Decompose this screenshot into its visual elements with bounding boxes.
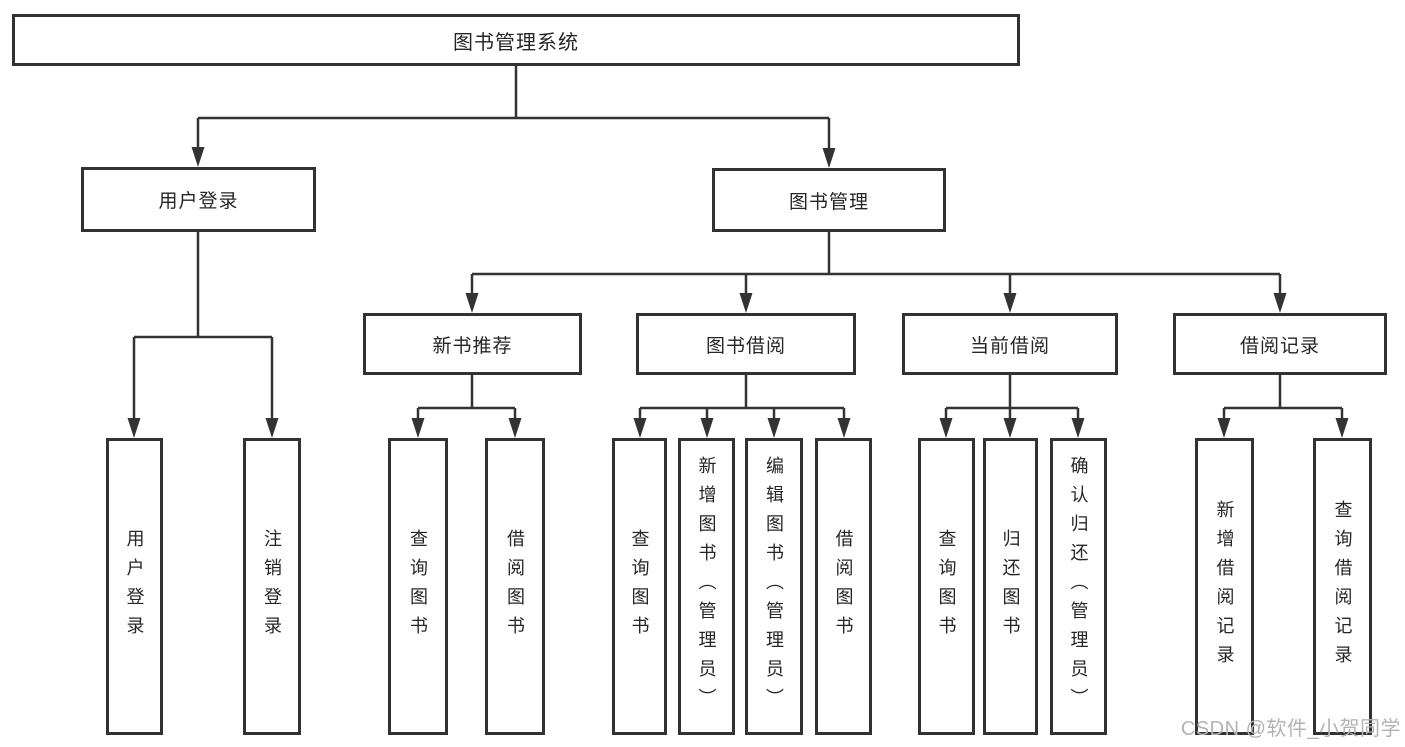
node-label: 查询图书 [408,528,428,645]
leaf-confirm-return-admin: 确认归还（管理员） [1050,438,1107,735]
node-label: 借阅图书 [505,528,525,645]
node-label: 归还图书 [1000,528,1021,645]
node-label: 新增借阅记录 [1214,499,1235,674]
leaf-query-books-borrow: 查询图书 [612,438,667,735]
node-user-login: 用户登录 [81,167,316,232]
csdn-watermark: CSDN @软件_小贺同学 [1180,718,1401,740]
leaf-query-books-current: 查询图书 [918,438,975,735]
leaf-user-login: 用户登录 [106,438,163,735]
node-label: 编辑图书（管理员） [764,456,784,717]
node-label: 图书管理系统 [453,31,579,54]
node-label: 图书借阅 [705,335,786,357]
node-label: 查询借阅记录 [1332,499,1353,674]
node-label: 用户登录 [158,191,239,212]
node-label: 新书推荐 [432,335,513,357]
node-new-book-recommend: 新书推荐 [363,313,582,375]
leaf-query-books-recommend: 查询图书 [388,438,448,735]
leaf-add-books-admin: 新增图书（管理员） [678,438,735,735]
node-label: 确认归还（管理员） [1068,456,1089,717]
leaf-logout: 注销登录 [243,438,301,735]
node-label: 查询图书 [629,528,650,645]
node-label: 注销登录 [262,528,282,645]
node-label: 图书管理 [788,191,869,213]
node-library-management-system: 图书管理系统 [12,14,1020,66]
leaf-add-borrow-record: 新增借阅记录 [1195,438,1254,735]
node-label: 借阅图书 [833,528,854,645]
leaf-edit-books-admin: 编辑图书（管理员） [745,438,803,735]
node-current-borrow: 当前借阅 [902,313,1118,375]
node-book-borrow: 图书借阅 [636,313,856,375]
leaf-return-books: 归还图书 [983,438,1038,735]
leaf-borrow-books-recommend: 借阅图书 [485,438,545,735]
node-label: 用户登录 [124,528,145,645]
leaf-borrow-books: 借阅图书 [815,438,872,735]
node-borrow-records: 借阅记录 [1173,313,1387,375]
node-label: 查询图书 [936,528,957,645]
node-book-management: 图书管理 [712,168,946,232]
leaf-query-borrow-record: 查询借阅记录 [1313,438,1372,735]
node-label: 借阅记录 [1239,335,1320,357]
node-label: 当前借阅 [969,335,1050,357]
node-label: 新增图书（管理员） [696,456,717,717]
